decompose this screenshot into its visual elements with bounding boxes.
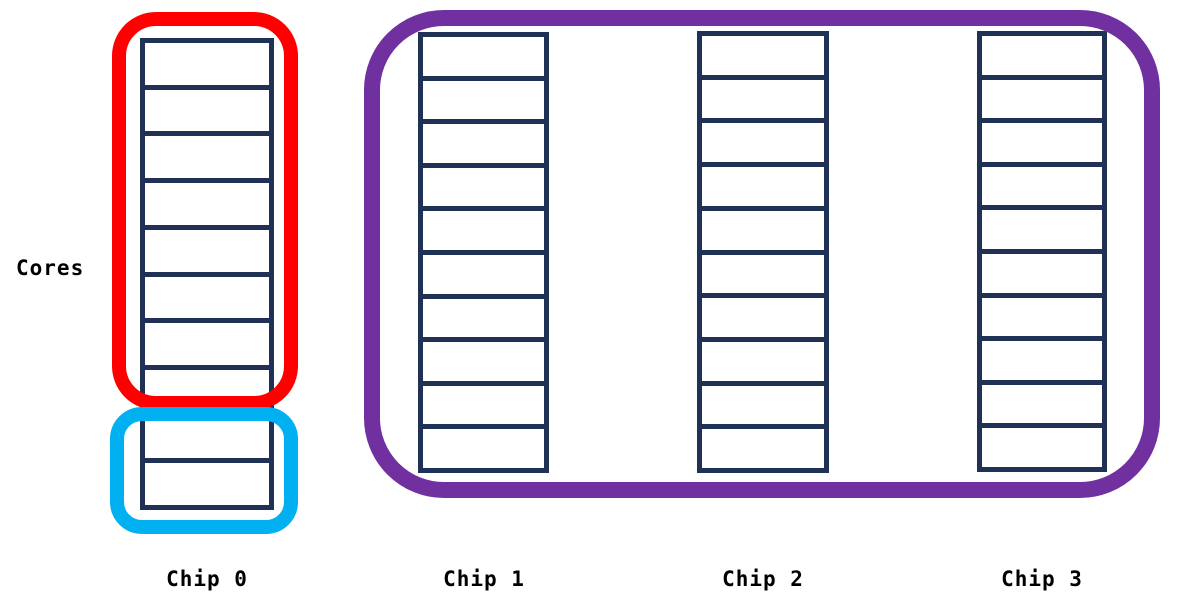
- chip-3-core-6: [982, 297, 1102, 342]
- chip-3-core-3: [982, 166, 1102, 211]
- chip-3-label: Chip 3: [1001, 567, 1083, 591]
- chip-2-core-stack: [697, 31, 829, 473]
- chip-1-core-6: [423, 298, 544, 343]
- chip-3-core-5: [982, 253, 1102, 298]
- chip-2-core-4: [702, 210, 824, 255]
- chip-2-core-1: [702, 79, 824, 124]
- chip-0-core-4: [145, 229, 269, 277]
- cores-axis-label: Cores: [16, 256, 85, 280]
- chip-3-core-4: [982, 210, 1102, 254]
- chip-1-core-5: [423, 254, 544, 299]
- chip-0-core-0: [145, 43, 269, 90]
- blue-core-group-outline: [110, 407, 298, 534]
- chip-0-core-3: [145, 183, 269, 230]
- chip-2-core-3: [702, 167, 824, 211]
- chip-2-core-7: [702, 341, 824, 386]
- chip-2-label: Chip 2: [722, 567, 804, 591]
- chip-0-core-1: [145, 89, 269, 137]
- chip-0-core-8: [145, 416, 269, 464]
- chip-2-core-0: [702, 36, 824, 80]
- chip-1-core-4: [423, 211, 544, 255]
- chip-0-core-9: [145, 463, 269, 506]
- chip-0-core-2: [145, 136, 269, 184]
- chip-1-core-stack: [418, 32, 549, 473]
- chip-2-core-9: [702, 429, 824, 469]
- chip-2-core-8: [702, 385, 824, 430]
- chip-3-core-2: [982, 123, 1102, 167]
- chip-0-label: Chip 0: [166, 567, 248, 591]
- chip-1-core-2: [423, 124, 544, 168]
- chip-0-core-6: [145, 323, 269, 370]
- chip-1-core-7: [423, 342, 544, 386]
- red-core-group-outline: [112, 12, 298, 410]
- chip-2-core-5: [702, 254, 824, 299]
- chip-1-label: Chip 1: [443, 567, 525, 591]
- chip-3-core-7: [982, 341, 1102, 385]
- purple-chip-group-outline: [364, 10, 1160, 498]
- chip-0-core-stack: [140, 38, 274, 510]
- chip-2-core-2: [702, 123, 824, 168]
- chip-2-core-6: [702, 298, 824, 342]
- chip-1-core-3: [423, 167, 544, 212]
- chip-0-core-5: [145, 276, 269, 324]
